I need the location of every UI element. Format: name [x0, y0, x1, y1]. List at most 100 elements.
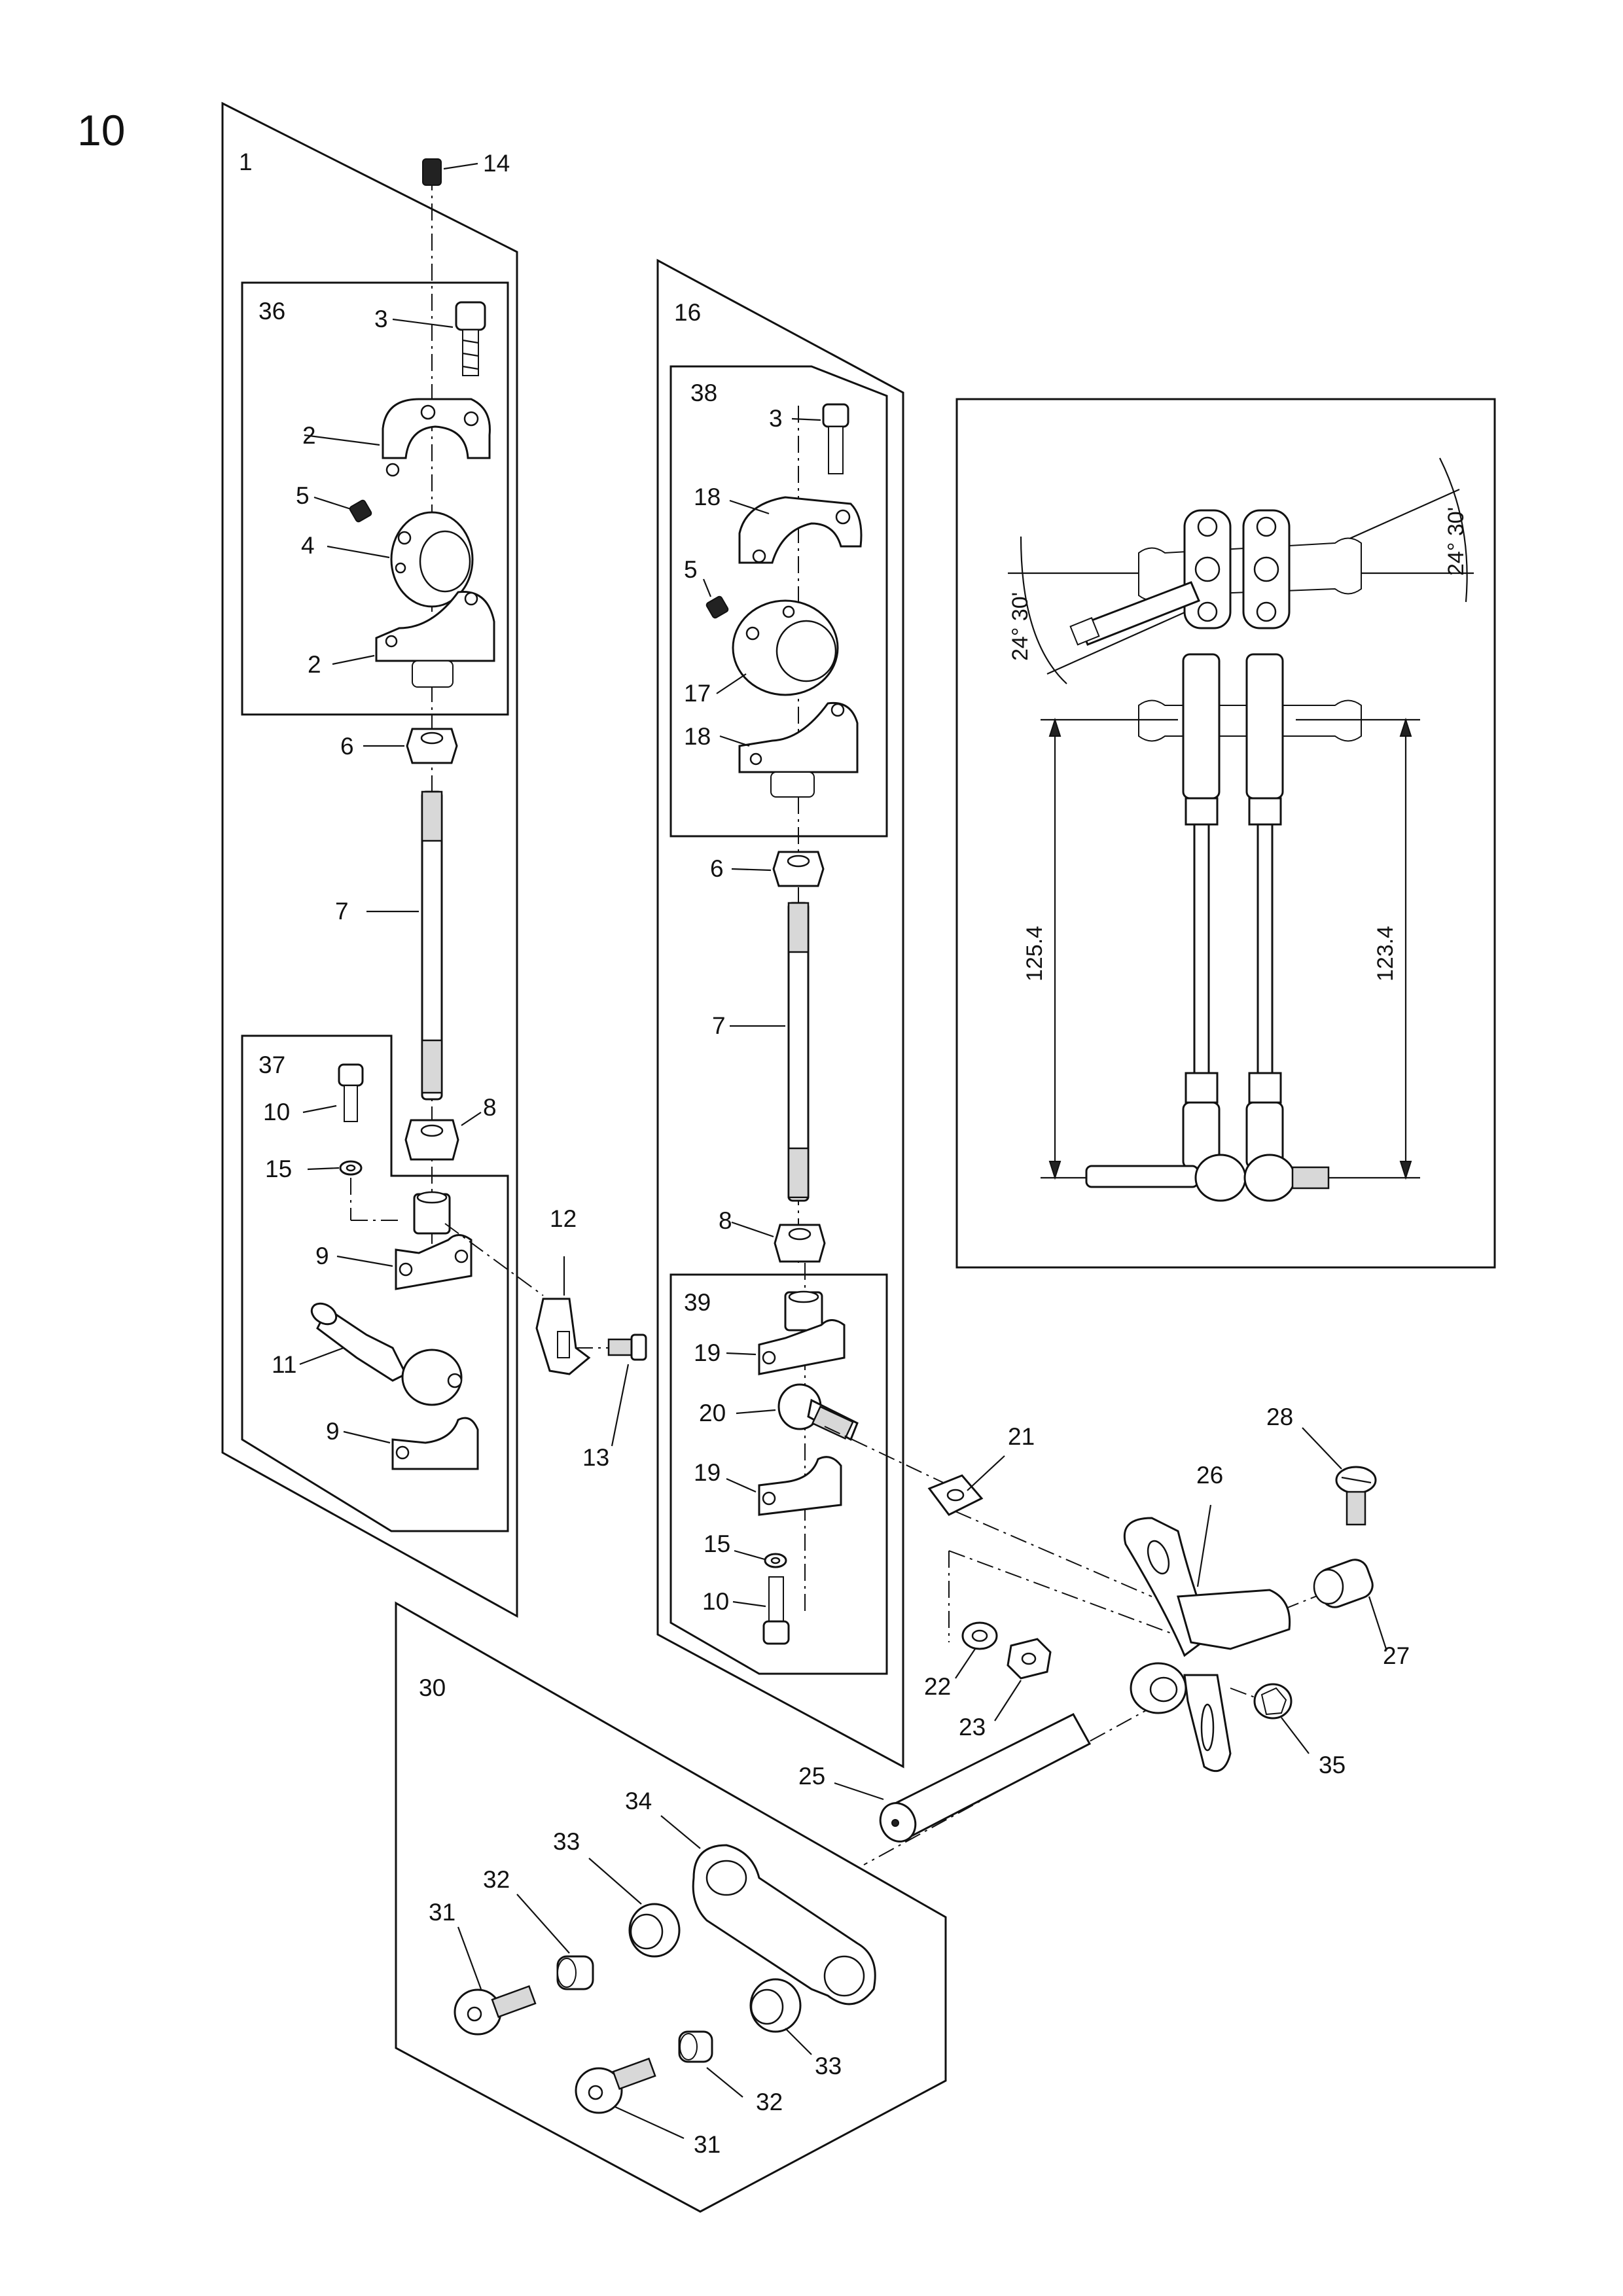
part-28-slotted-screw [1335, 1466, 1377, 1526]
callout-31a: 31 [429, 1899, 455, 1926]
part-2-lower-clamp-half [375, 591, 495, 688]
callout-9b: 9 [326, 1418, 340, 1445]
callout-27: 27 [1383, 1642, 1410, 1669]
callout-38: 38 [690, 380, 717, 406]
callout-33a: 33 [553, 1828, 580, 1855]
part-27-collar [1313, 1559, 1374, 1608]
callout-18b: 18 [684, 723, 711, 750]
detail-right-clamp-head [1242, 509, 1291, 629]
callout-22: 22 [924, 1673, 951, 1700]
callout-19b: 19 [694, 1459, 721, 1486]
detail-dimension-left [1041, 717, 1178, 1180]
part-19-upper-bearing-half [758, 1290, 846, 1375]
part-5-set-screw [705, 595, 729, 619]
callout-6b: 6 [710, 855, 724, 882]
part-3-cap-screw [455, 301, 486, 376]
detail-angle-left-label: 24° 30' [1008, 592, 1033, 661]
callout-18a: 18 [694, 484, 721, 510]
part-18-lower-clamp-half [738, 701, 859, 798]
callout-10b: 10 [702, 1588, 729, 1615]
callout-4: 4 [301, 532, 315, 559]
subassembly-39-box [669, 1273, 888, 1675]
part-17-eccentric-ring [732, 599, 839, 696]
callout-8b: 8 [719, 1207, 732, 1234]
part-3-cap-screw [822, 403, 849, 474]
part-13-slotted-screw [607, 1333, 647, 1361]
callout-32b: 32 [756, 2089, 783, 2115]
part-18-upper-clamp-half [738, 496, 863, 564]
part-22-washer [961, 1621, 998, 1650]
callout-31b: 31 [694, 2131, 721, 2158]
callout-39: 39 [684, 1289, 711, 1316]
callout-26: 26 [1196, 1462, 1223, 1489]
part-4-eccentric-ring [390, 511, 474, 608]
subassembly-38-box [669, 365, 888, 838]
figure-number: 10 [77, 106, 125, 154]
callout-25: 25 [798, 1763, 825, 1790]
part-26-crank-lever [1124, 1517, 1291, 1773]
callout-11: 11 [272, 1351, 296, 1378]
detail-length-left: 125.4 [1022, 926, 1047, 981]
part-5-set-screw [349, 499, 372, 523]
part-31-button-screw-lower [575, 2057, 656, 2114]
callout-13: 13 [582, 1444, 609, 1471]
part-15-washer [764, 1553, 787, 1568]
detail-angled-pin [1069, 581, 1200, 646]
part-20-ball-stud [777, 1383, 859, 1441]
detail-bottom-ball-joints [1085, 1154, 1330, 1202]
axis-to-part-12 [444, 1223, 544, 1296]
part-7-threaded-rod [787, 902, 810, 1202]
callout-23: 23 [959, 1714, 986, 1740]
callout-2a: 2 [302, 422, 316, 449]
callout-15b: 15 [704, 1530, 730, 1557]
part-21-slide-block [927, 1474, 984, 1516]
part-10-cap-screw [338, 1063, 364, 1122]
detail-view-box [955, 398, 1496, 1269]
callout-10a: 10 [263, 1099, 290, 1125]
part-23-hex-nut [1007, 1638, 1052, 1680]
callout-1: 1 [239, 149, 253, 175]
callout-35: 35 [1319, 1752, 1346, 1778]
callout-30: 30 [419, 1674, 446, 1701]
callout-7b: 7 [712, 1012, 726, 1039]
part-6-hex-nut [772, 851, 825, 887]
detail-angle-right-label: 24° 30' [1444, 507, 1469, 576]
assembly-16-frame [656, 258, 904, 1769]
part-9-lower-bearing-half [391, 1417, 479, 1470]
assembly-30-frame [395, 1601, 947, 2213]
part-35-flange-nut [1253, 1683, 1293, 1720]
callout-20: 20 [699, 1400, 726, 1426]
part-8-hex-nut [774, 1224, 826, 1263]
part-33-bushing-upper [628, 1903, 681, 1958]
callout-5a: 5 [296, 482, 310, 509]
part-2-upper-clamp-half [382, 398, 491, 477]
callout-5b: 5 [684, 556, 698, 583]
callout-9a: 9 [315, 1243, 329, 1269]
part-15-washer [339, 1160, 363, 1176]
callout-3a: 3 [374, 306, 388, 332]
part-7-threaded-rod [421, 790, 443, 1101]
callout-32a: 32 [483, 1866, 510, 1893]
part-10-cap-screw [762, 1576, 790, 1645]
detail-left-connecting-rod [1182, 653, 1221, 1169]
callout-3b: 3 [769, 405, 783, 432]
part-9-upper-bearing-half [395, 1191, 473, 1290]
detail-length-right: 123.4 [1373, 926, 1398, 981]
callout-19a: 19 [694, 1339, 721, 1366]
callout-34: 34 [625, 1788, 652, 1814]
callout-28: 28 [1266, 1404, 1293, 1430]
part-6-hex-nut [406, 728, 458, 764]
part-19-lower-bearing-half [758, 1456, 842, 1516]
subassembly-37-box [241, 1034, 509, 1532]
callout-8a: 8 [483, 1094, 497, 1121]
part-11-ball-stud [310, 1302, 463, 1406]
callout-16: 16 [674, 299, 701, 326]
part-33-bushing-lower [749, 1978, 802, 2033]
callout-17: 17 [684, 680, 711, 707]
detail-left-clamp-head [1183, 509, 1232, 629]
part-12-clamp-bracket [535, 1298, 591, 1375]
part-32-spacer-upper [556, 1955, 594, 1990]
callout-12: 12 [550, 1205, 577, 1232]
callout-15a: 15 [265, 1156, 292, 1182]
callout-33b: 33 [815, 2053, 842, 2079]
